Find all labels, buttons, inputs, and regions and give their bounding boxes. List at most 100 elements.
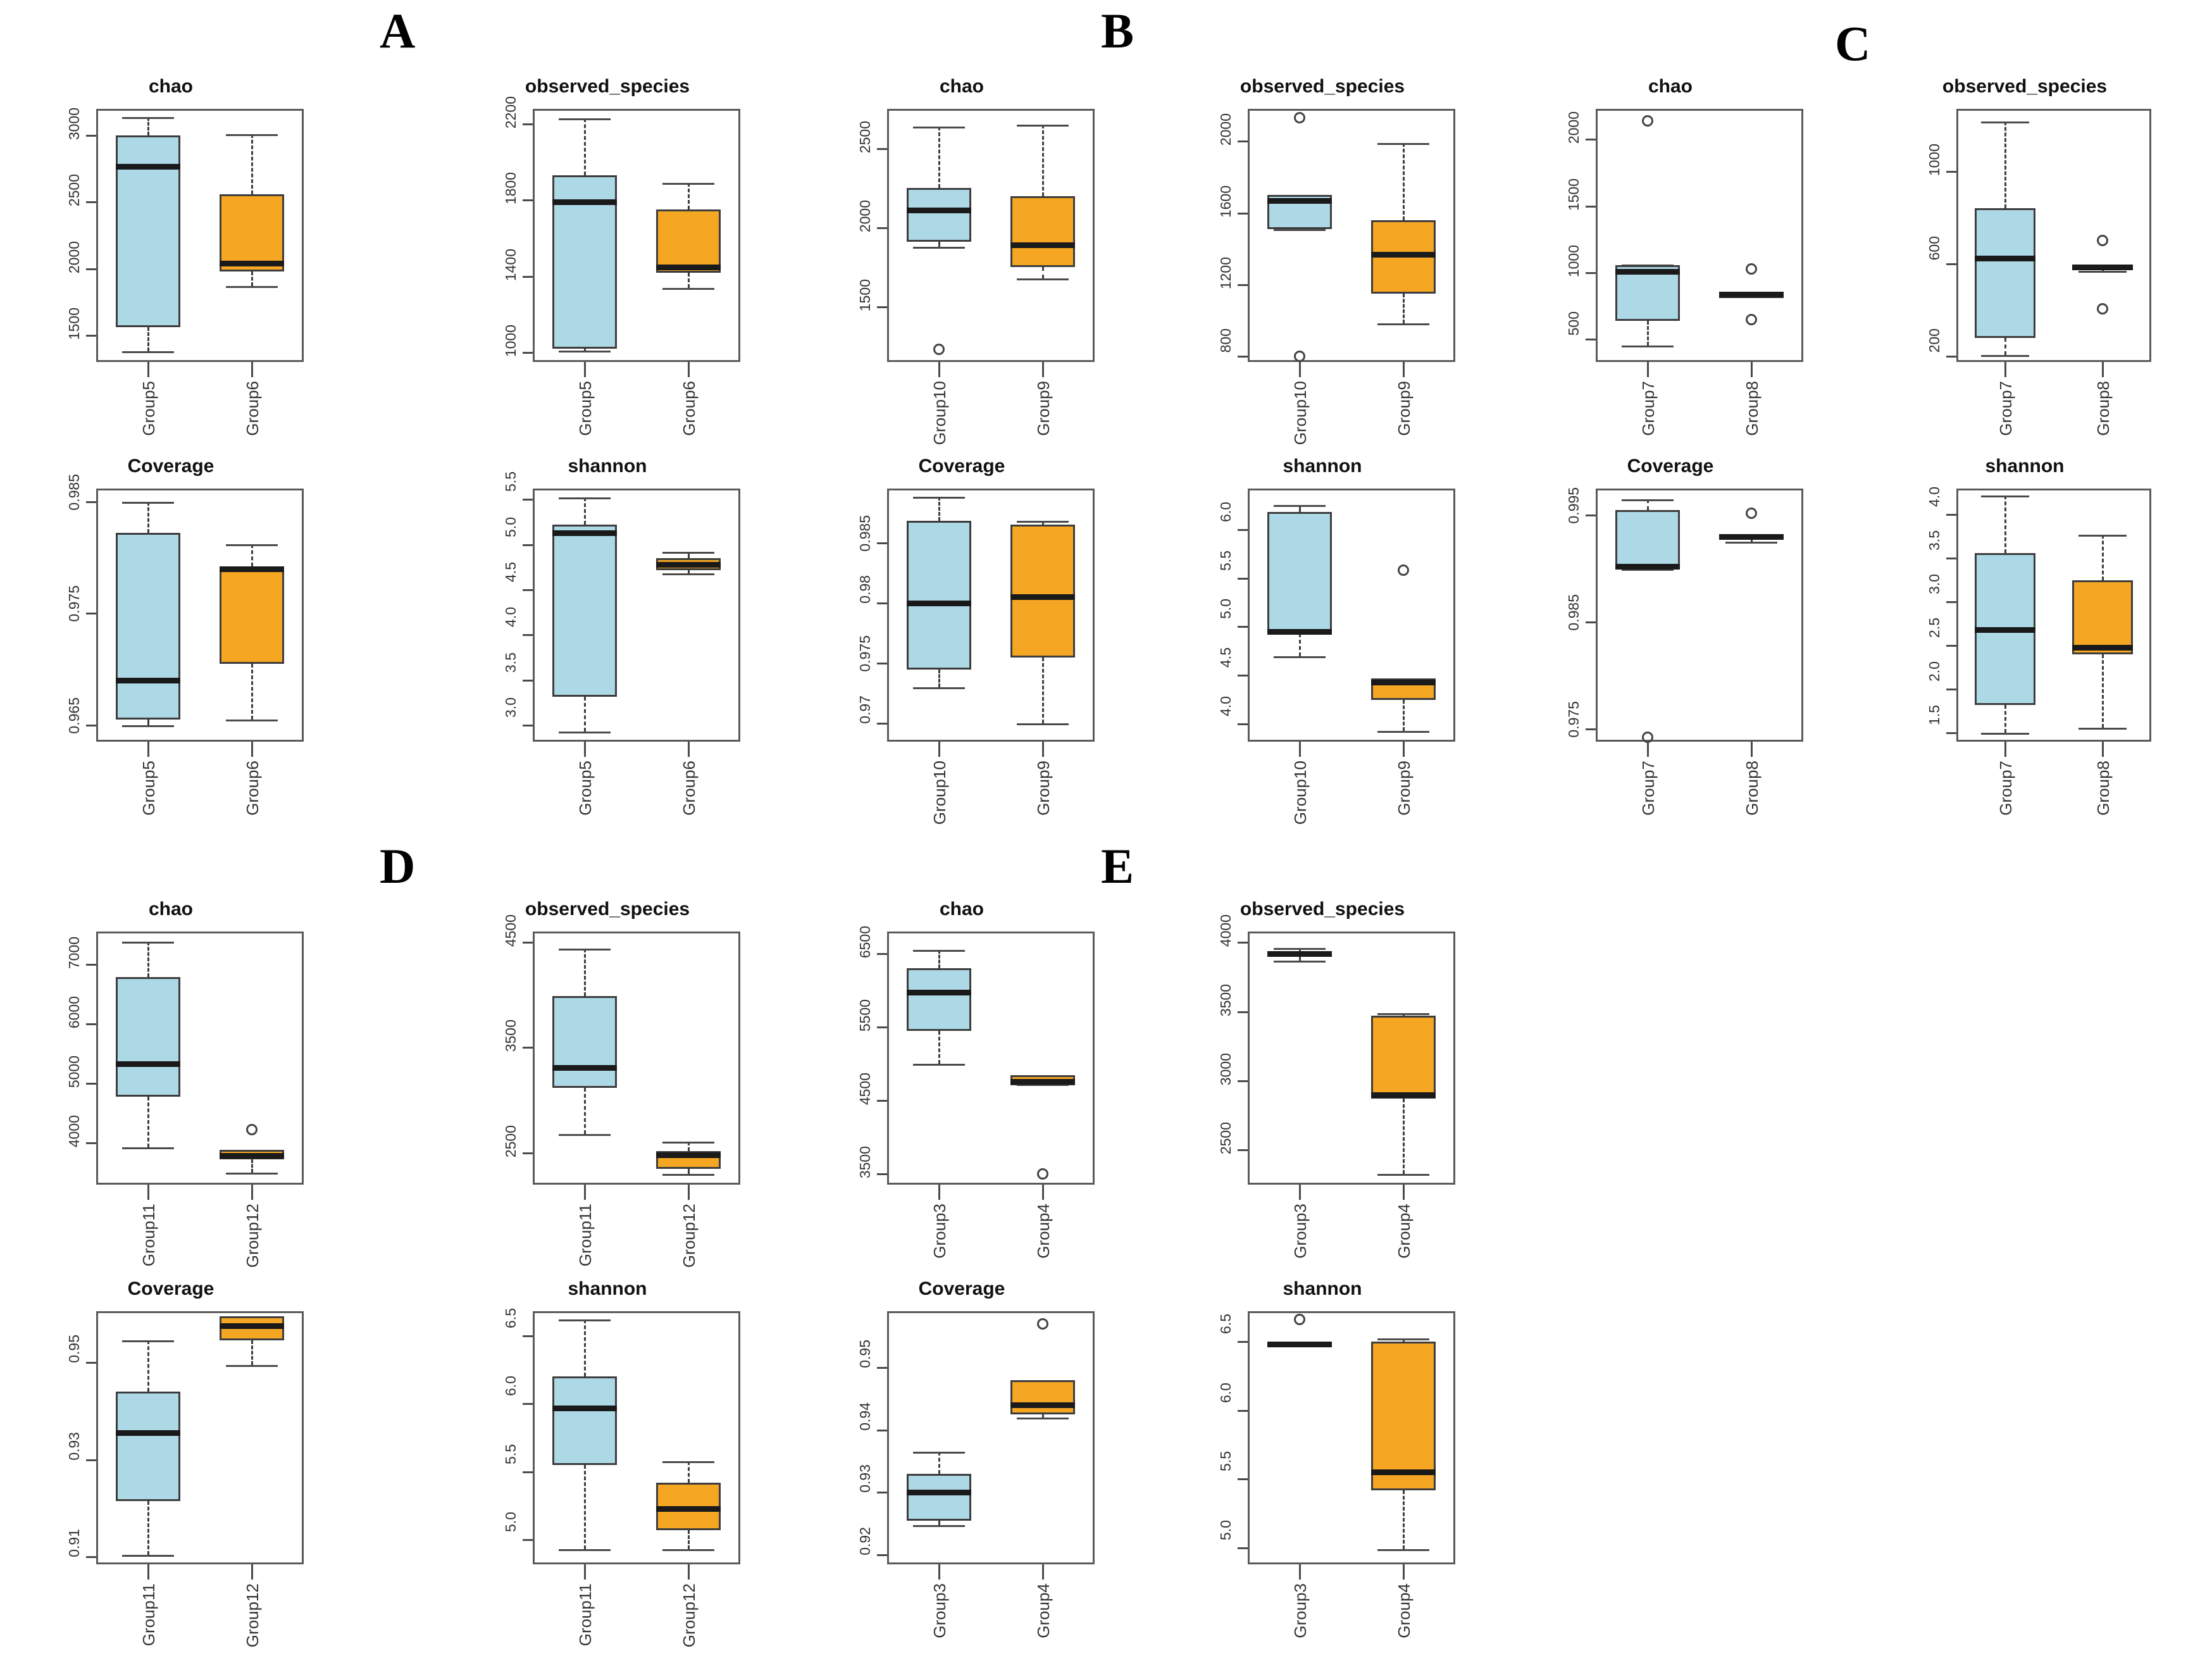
- whisker-cap-lower: [1274, 229, 1326, 232]
- y-tick-label: 5.5: [502, 1443, 519, 1464]
- box-group7: [1615, 265, 1680, 321]
- x-axis-label-group5: Group5: [576, 761, 595, 816]
- chart-title: chao: [148, 76, 194, 97]
- whisker-cap-lower: [1017, 723, 1069, 726]
- y-tick-label: 2200: [502, 96, 519, 129]
- box-group6: [656, 209, 721, 273]
- y-tick-label: 1200: [1217, 257, 1234, 290]
- whisker-cap-upper: [913, 126, 965, 128]
- median-line: [552, 1405, 617, 1411]
- y-tick-label: 0.975: [66, 585, 82, 622]
- whisker-lower: [1299, 956, 1301, 961]
- median-line: [907, 1490, 971, 1496]
- outlier-point: [933, 344, 945, 355]
- x-axis-label-group12: Group12: [243, 1204, 262, 1268]
- y-tick-label: 1600: [1217, 185, 1234, 218]
- y-tick-label: 4500: [857, 1072, 873, 1105]
- whisker-cap-upper: [662, 183, 714, 185]
- whisker-upper: [584, 1319, 586, 1377]
- y-tick-mark: [523, 1047, 533, 1049]
- x-tick-mark: [584, 362, 586, 377]
- whisker-upper: [938, 126, 940, 188]
- whisker-lower: [2102, 654, 2104, 728]
- outlier-point: [246, 1124, 258, 1136]
- median-line: [907, 990, 971, 996]
- y-tick-label: 2500: [857, 120, 873, 153]
- y-tick-label: 2000: [857, 199, 873, 232]
- whisker-cap-lower: [1274, 960, 1326, 963]
- x-axis-label-group5: Group5: [139, 761, 158, 816]
- outlier-point: [1294, 351, 1305, 363]
- median-line: [220, 1323, 284, 1330]
- y-tick-mark: [523, 275, 533, 278]
- whisker-cap-lower: [1622, 345, 1674, 347]
- whisker-cap-upper: [559, 118, 611, 121]
- outlier-point: [1294, 1314, 1305, 1326]
- whisker-cap-upper: [226, 134, 278, 136]
- y-tick-mark: [1946, 732, 1956, 735]
- x-axis-label-group8: Group8: [1743, 381, 1762, 436]
- x-axis-label-group11: Group11: [139, 1583, 158, 1647]
- x-tick-mark: [1042, 1185, 1044, 1200]
- plot-area: [887, 932, 1095, 1185]
- y-tick-label: 4.5: [502, 562, 519, 582]
- y-tick-mark: [877, 1554, 887, 1557]
- whisker-upper: [147, 1340, 149, 1392]
- whisker-cap-upper: [1017, 125, 1069, 127]
- y-tick-label: 1500: [857, 278, 873, 311]
- y-tick-mark: [86, 334, 96, 337]
- whisker-cap-lower: [1377, 731, 1429, 733]
- x-axis-label-group4: Group4: [1395, 1204, 1414, 1259]
- whisker-cap-lower: [122, 1147, 174, 1149]
- whisker-cap-upper: [1017, 521, 1069, 523]
- x-tick-mark: [688, 1564, 690, 1580]
- whisker-lower: [584, 348, 586, 351]
- y-tick-mark: [1238, 1011, 1248, 1013]
- y-tick-mark: [1586, 728, 1596, 730]
- whisker-cap-upper: [662, 1141, 714, 1144]
- whisker-cap-upper: [913, 949, 965, 952]
- x-axis-label-group4: Group4: [1034, 1204, 1053, 1259]
- box-group6: [220, 566, 284, 664]
- x-tick-mark: [147, 1564, 149, 1580]
- y-tick-mark: [877, 1026, 887, 1028]
- y-tick-mark: [877, 663, 887, 665]
- y-tick-mark: [1946, 263, 1956, 265]
- median-line: [1267, 197, 1332, 204]
- y-tick-mark: [877, 147, 887, 150]
- x-tick-mark: [1299, 1185, 1301, 1200]
- box-group4: [1371, 1016, 1436, 1099]
- whisker-lower: [1751, 540, 1753, 542]
- y-tick-mark: [86, 268, 96, 270]
- y-tick-mark: [1946, 355, 1956, 358]
- median-line: [220, 261, 284, 267]
- y-tick-label: 0.985: [857, 514, 873, 552]
- y-tick-mark: [1586, 339, 1596, 341]
- whisker-cap-upper: [122, 502, 174, 504]
- plot-area: [887, 1311, 1095, 1564]
- x-tick-mark: [938, 362, 940, 377]
- y-tick-label: 1.5: [1926, 705, 1942, 726]
- y-tick-label: 3000: [66, 108, 82, 140]
- y-tick-mark: [877, 227, 887, 229]
- x-tick-mark: [938, 1564, 940, 1580]
- whisker-cap-upper: [1980, 122, 2030, 124]
- whisker-cap-lower: [1980, 355, 2030, 358]
- chart-title: chao: [1648, 76, 1693, 97]
- y-tick-mark: [1238, 675, 1248, 677]
- y-tick-label: 0.95: [66, 1334, 82, 1363]
- median-line: [1267, 1342, 1332, 1348]
- y-tick-label: 1000: [1926, 143, 1942, 176]
- median-line: [552, 530, 617, 536]
- y-tick-label: 4.0: [1926, 487, 1942, 508]
- y-tick-mark: [86, 1083, 96, 1085]
- whisker-cap-lower: [559, 1134, 611, 1136]
- whisker-lower: [251, 271, 253, 286]
- x-tick-mark: [1299, 742, 1301, 757]
- whisker-lower: [147, 719, 149, 725]
- y-tick-mark: [1238, 284, 1248, 286]
- x-tick-mark: [147, 362, 149, 377]
- whisker-cap-lower: [559, 732, 611, 734]
